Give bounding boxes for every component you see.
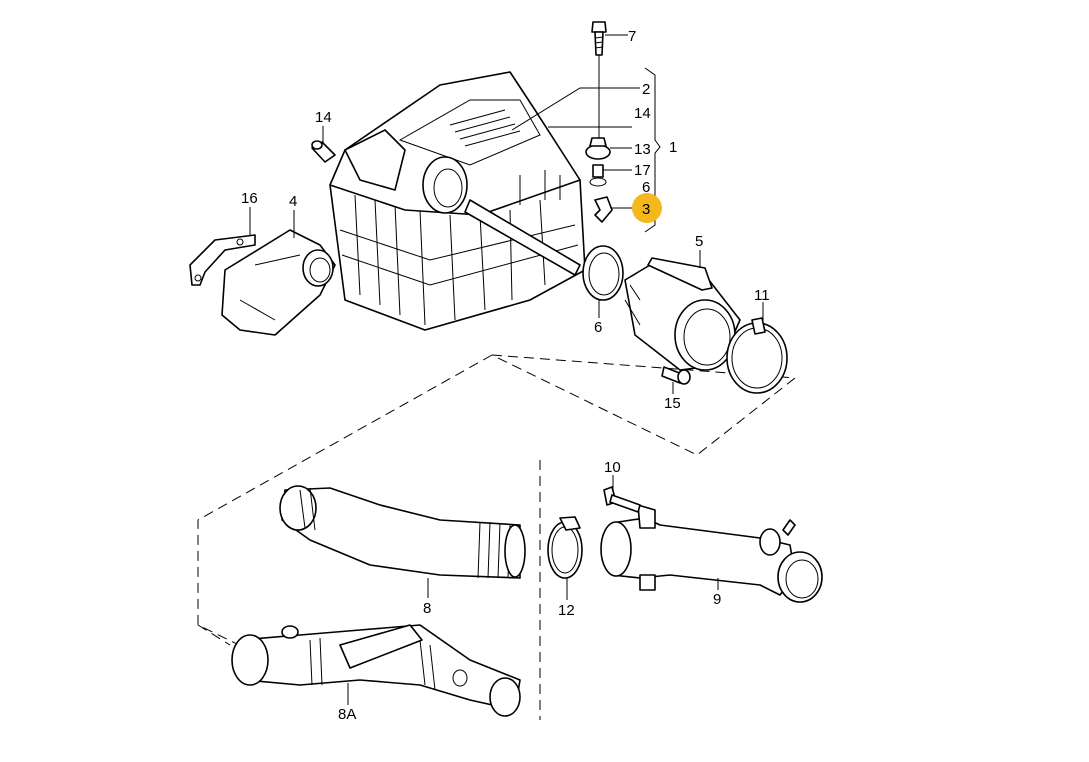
label-part-13[interactable]: 13	[634, 141, 651, 158]
label-part-15[interactable]: 15	[664, 395, 681, 412]
bolt-part-7	[591, 21, 607, 56]
label-part-8a[interactable]: 8A	[338, 706, 356, 723]
intake-duct	[221, 229, 336, 336]
intake-hose-variant	[231, 624, 521, 717]
label-part-3[interactable]: 3	[642, 201, 650, 218]
callout-labels: 7 2 14 1 13 17 6 3 14 16 4 5 6 11 15 10 …	[241, 28, 770, 723]
label-part-7[interactable]: 7	[628, 28, 636, 45]
label-part-17[interactable]: 17	[634, 162, 651, 179]
label-part-6-upper[interactable]: 6	[642, 179, 650, 196]
bolt-part-10	[603, 486, 641, 513]
label-part-6-lower[interactable]: 6	[594, 319, 602, 336]
leader-lines	[249, 34, 764, 705]
label-part-12[interactable]: 12	[558, 602, 575, 619]
hose-clamp-lower	[547, 516, 583, 579]
label-part-5[interactable]: 5	[695, 233, 703, 250]
intake-pipe	[600, 504, 823, 603]
label-part-16[interactable]: 16	[241, 190, 258, 207]
air-mass-meter	[624, 257, 741, 371]
mounting-bracket	[189, 234, 256, 286]
rubber-mount-part-13	[585, 137, 611, 160]
seal-ring	[582, 245, 624, 301]
label-part-14-left[interactable]: 14	[315, 109, 332, 126]
spacer-part-17	[589, 164, 607, 187]
air-filter-housing	[329, 71, 586, 331]
label-part-8[interactable]: 8	[423, 600, 431, 617]
label-part-10[interactable]: 10	[604, 459, 621, 476]
clip-part-3	[594, 196, 613, 223]
assembly-boundary	[197, 354, 797, 720]
label-part-11[interactable]: 11	[754, 287, 770, 304]
hose-clamp-upper	[726, 317, 788, 394]
label-part-2[interactable]: 2	[642, 81, 650, 98]
label-part-9[interactable]: 9	[713, 591, 721, 608]
label-part-1[interactable]: 1	[669, 139, 677, 156]
label-part-4[interactable]: 4	[289, 193, 297, 210]
label-part-14-right[interactable]: 14	[634, 105, 651, 122]
intake-hose	[279, 485, 526, 579]
bolt-part-15	[661, 366, 691, 385]
highlight-marker	[632, 193, 662, 223]
grommet-part-14	[311, 140, 336, 163]
